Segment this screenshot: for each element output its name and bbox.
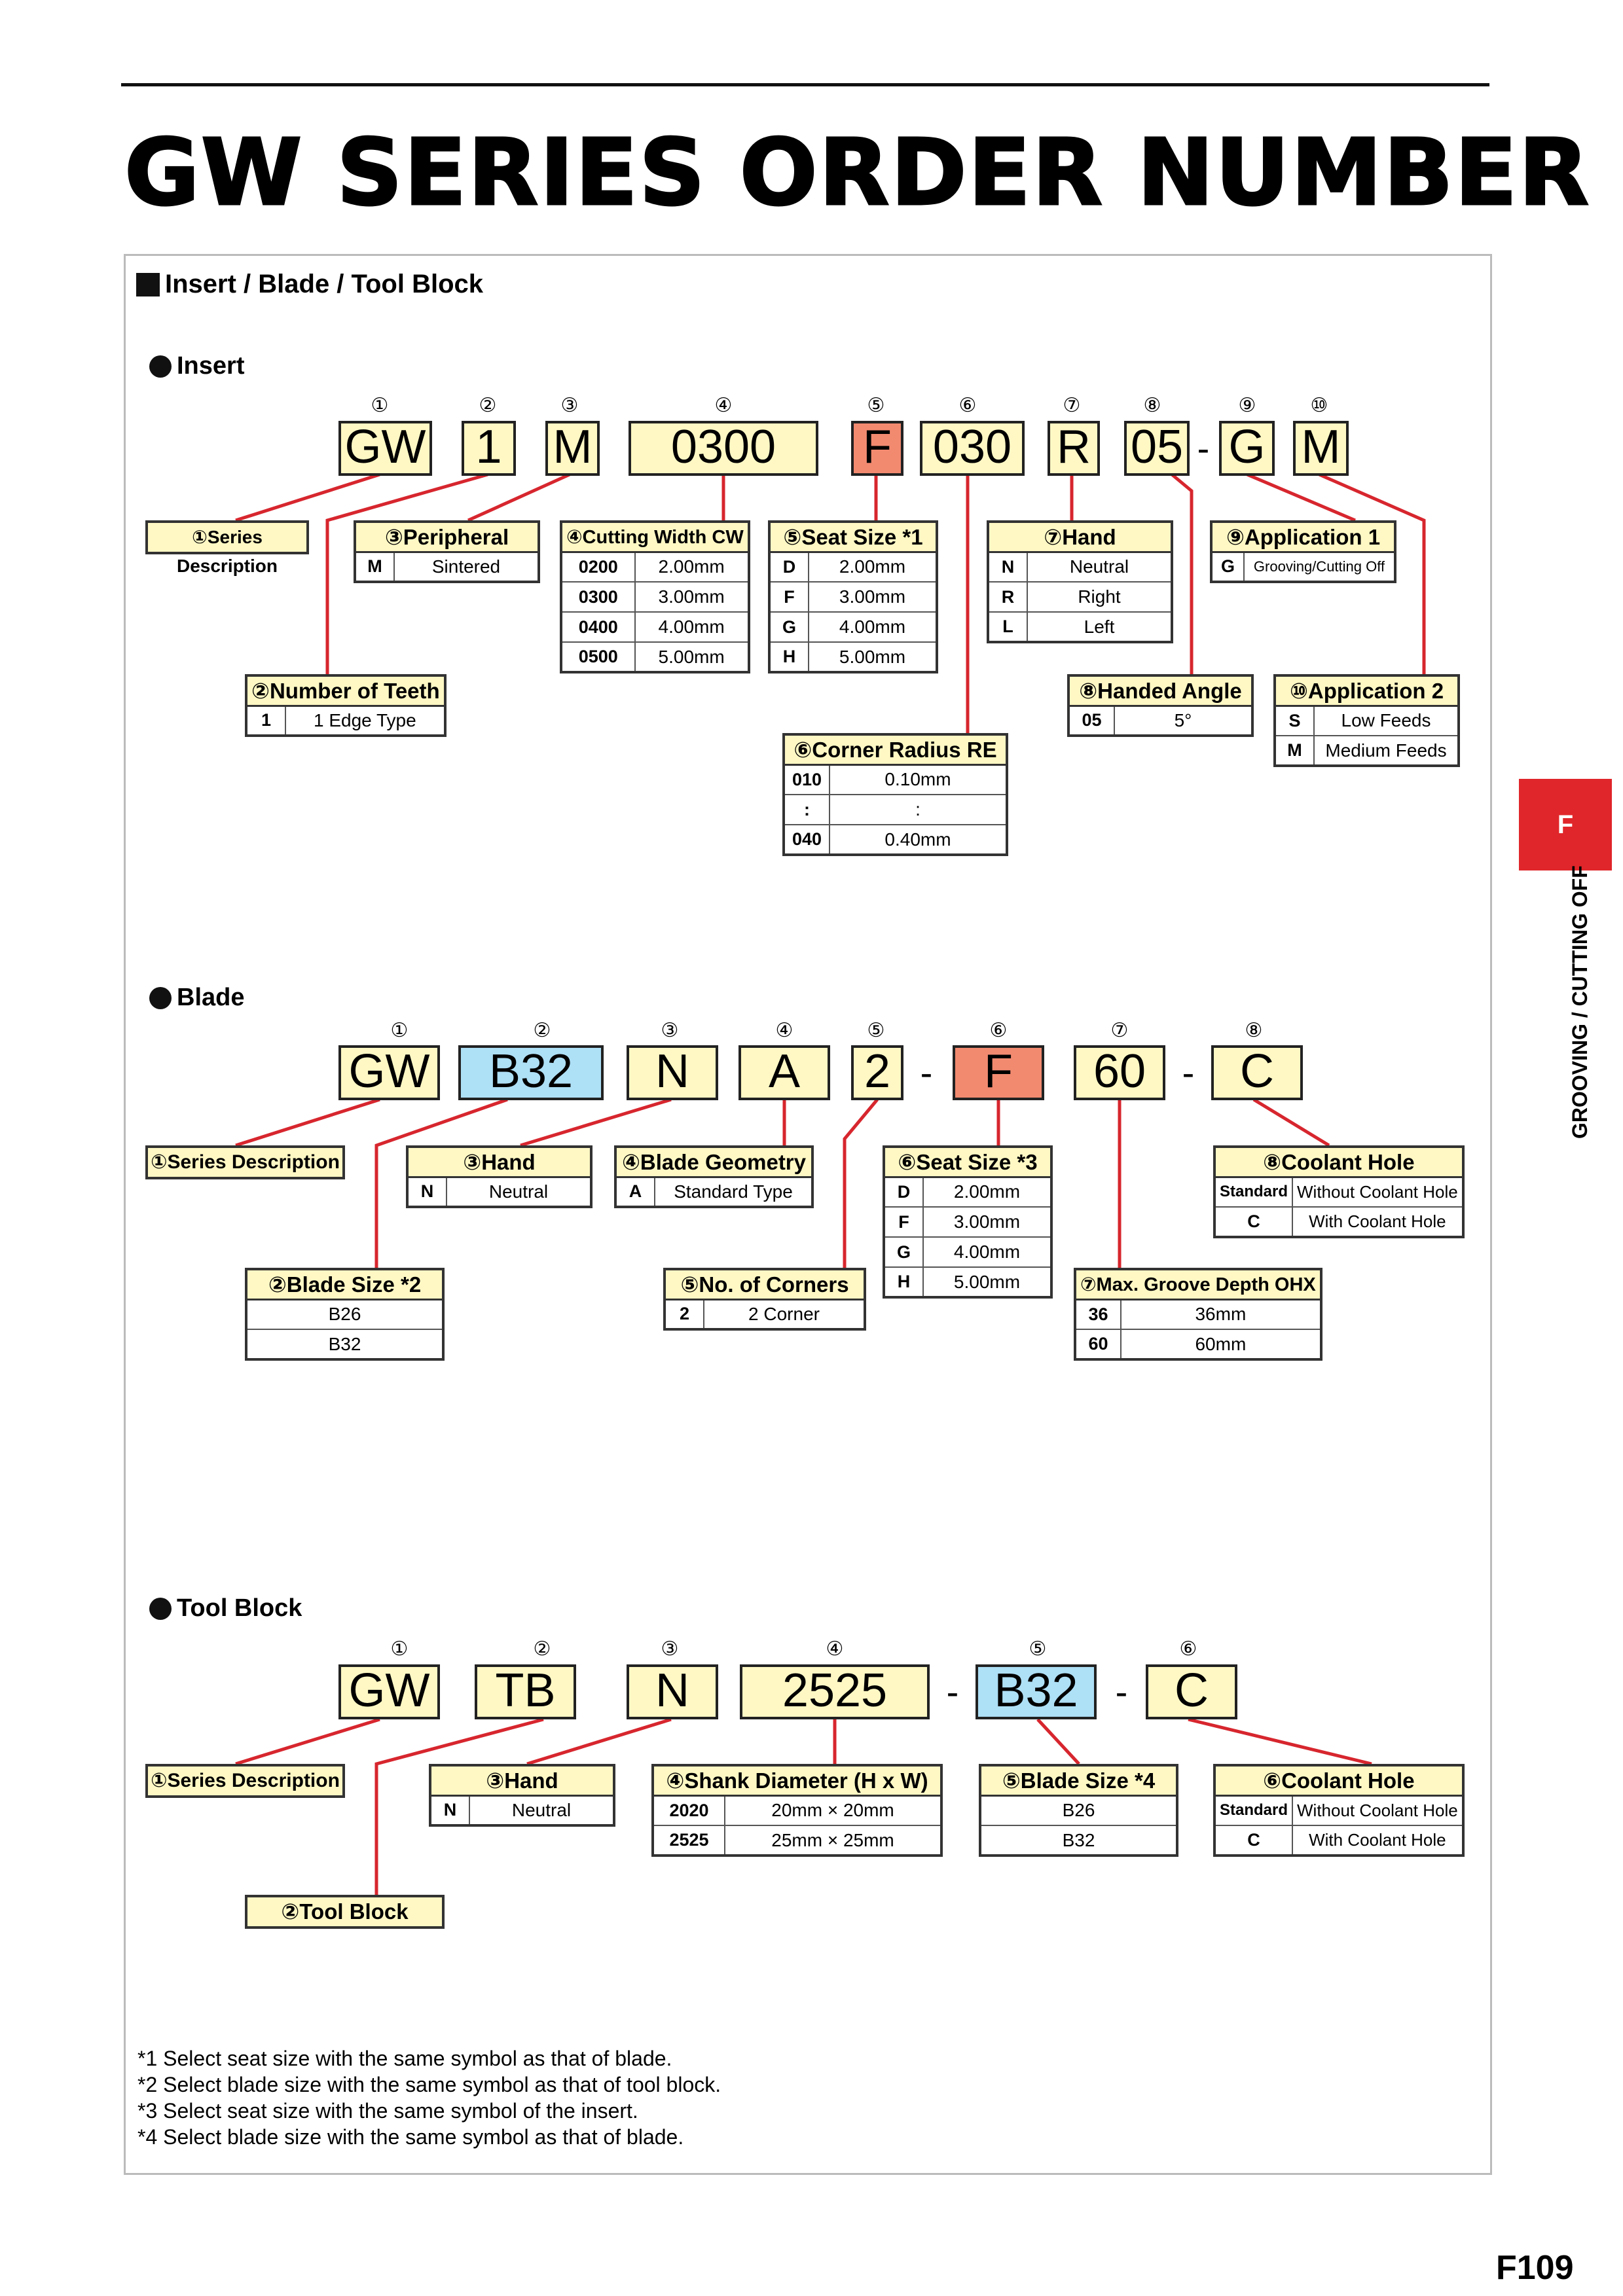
- toolblock-num-3: ③: [661, 1638, 679, 1660]
- toolblock-code-tb: TB: [475, 1664, 576, 1719]
- toolblock-heading: Tool Block: [149, 1594, 302, 1623]
- insert-code-angle: 05: [1124, 421, 1190, 476]
- blade-num-3: ③: [661, 1020, 679, 1041]
- toolblock-num-4: ④: [826, 1638, 844, 1660]
- blade-code-corners: 2: [851, 1045, 903, 1100]
- toolblock-blade-size-table: ⑤Blade Size *4 B26 B32: [979, 1764, 1178, 1857]
- insert-series-description: ①Series Description: [145, 520, 309, 576]
- section-heading: Insert / Blade / Tool Block: [136, 270, 483, 299]
- insert-num-8: ⑧: [1143, 395, 1161, 416]
- section-heading-text: Insert / Blade / Tool Block: [165, 270, 484, 298]
- blade-num-8: ⑧: [1245, 1020, 1263, 1041]
- toolblock-num-5: ⑤: [1029, 1638, 1047, 1660]
- blade-code-series: GW: [338, 1045, 440, 1100]
- insert-code-seat: F: [851, 421, 903, 476]
- toolblock-dash-2: -: [1115, 1671, 1128, 1712]
- blade-num-4: ④: [775, 1020, 793, 1041]
- toolblock-code-shank: 2525: [740, 1664, 930, 1719]
- blade-size-table: ②Blade Size *2 B26 B32: [245, 1268, 445, 1361]
- toolblock-num-1: ①: [390, 1638, 409, 1660]
- blade-dash-2: -: [1182, 1052, 1195, 1093]
- insert-num-2: ②: [479, 395, 497, 416]
- page-title: GW SERIES ORDER NUMBER: [123, 120, 1591, 226]
- blade-code-hand: N: [627, 1045, 718, 1100]
- insert-code-peripheral: M: [545, 421, 600, 476]
- insert-num-9: ⑨: [1238, 395, 1256, 416]
- blade-dash-1: -: [920, 1052, 933, 1093]
- insert-code-series: GW: [338, 421, 432, 476]
- blade-num-2: ②: [533, 1020, 551, 1041]
- bullet-icon: [149, 986, 172, 1009]
- toolblock-series-description: ①Series Description: [145, 1764, 345, 1798]
- insert-code-teeth: 1: [462, 421, 516, 476]
- square-bullet-icon: [136, 272, 160, 296]
- blade-num-5: ⑤: [867, 1020, 885, 1041]
- blade-num-7: ⑦: [1110, 1020, 1129, 1041]
- toolblock-tool-block-box: ②Tool Block: [245, 1895, 445, 1929]
- footnotes: *1 Select seat size with the same symbol…: [137, 2045, 721, 2150]
- toolblock-num-6: ⑥: [1179, 1638, 1197, 1660]
- content-frame: [124, 254, 1492, 2175]
- insert-num-3: ③: [560, 395, 579, 416]
- blade-heading: Blade: [149, 984, 244, 1012]
- toolblock-code-blade-size: B32: [976, 1664, 1097, 1719]
- blade-code-seat: F: [953, 1045, 1044, 1100]
- insert-num-5: ⑤: [867, 395, 885, 416]
- footnote-4: *4 Select blade size with the same symbo…: [137, 2125, 684, 2149]
- insert-num-4: ④: [714, 395, 733, 416]
- footnote-2: *2 Select blade size with the same symbo…: [137, 2073, 721, 2096]
- toolblock-code-series: GW: [338, 1664, 440, 1719]
- toolblock-dash-1: -: [946, 1671, 959, 1712]
- toolblock-num-2: ②: [533, 1638, 551, 1660]
- insert-heading: Insert: [149, 352, 244, 380]
- page-number: F109: [1496, 2249, 1574, 2287]
- insert-dash: -: [1197, 427, 1210, 469]
- chapter-tab[interactable]: F: [1519, 779, 1612, 870]
- blade-code-geometry: A: [739, 1045, 830, 1100]
- blade-num-6: ⑥: [989, 1020, 1008, 1041]
- chapter-side-label: GROOVING / CUTTING OFF: [1568, 865, 1592, 1139]
- insert-num-1: ①: [371, 395, 389, 416]
- blade-code-depth: 60: [1074, 1045, 1165, 1100]
- insert-code-app1: G: [1219, 421, 1275, 476]
- toolblock-code-hand: N: [627, 1664, 718, 1719]
- insert-code-radius: 030: [920, 421, 1025, 476]
- blade-num-1: ①: [390, 1020, 409, 1041]
- insert-num-7: ⑦: [1063, 395, 1081, 416]
- toolblock-code-coolant: C: [1146, 1664, 1237, 1719]
- insert-num-10: ⑩: [1310, 395, 1328, 416]
- insert-code-app2: M: [1293, 421, 1349, 476]
- blade-code-size: B32: [458, 1045, 604, 1100]
- bullet-icon: [149, 1597, 172, 1620]
- blade-series-description: ①Series Description: [145, 1145, 345, 1179]
- blade-code-coolant: C: [1211, 1045, 1303, 1100]
- top-rule: [121, 83, 1489, 86]
- bullet-icon: [149, 355, 172, 378]
- footnote-3: *3 Select seat size with the same symbol…: [137, 2099, 638, 2123]
- insert-num-6: ⑥: [958, 395, 977, 416]
- insert-code-hand: R: [1048, 421, 1100, 476]
- footnote-1: *1 Select seat size with the same symbol…: [137, 2047, 672, 2070]
- insert-code-width: 0300: [629, 421, 818, 476]
